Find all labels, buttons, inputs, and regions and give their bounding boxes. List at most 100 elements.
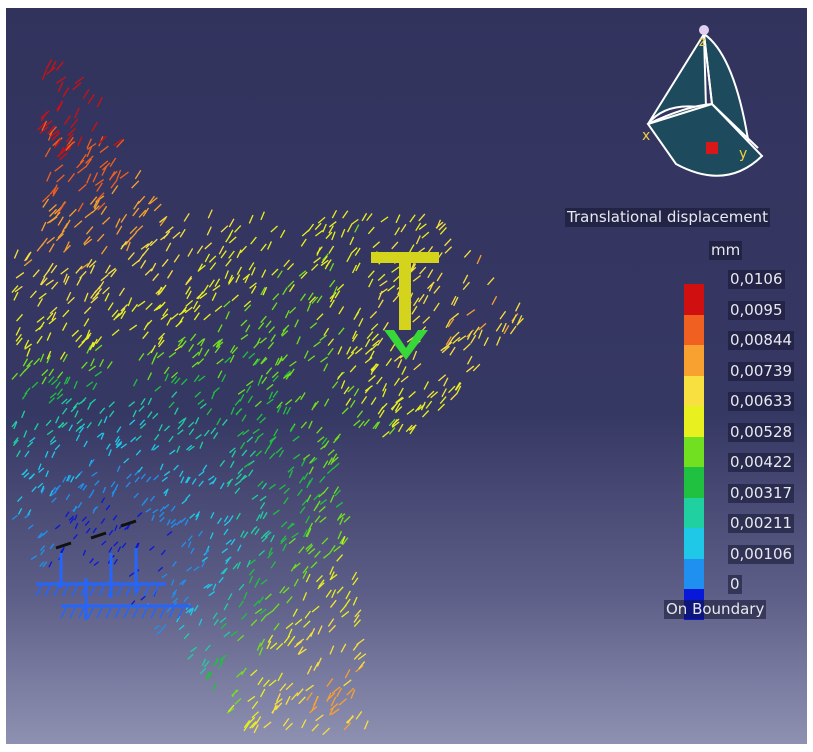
displacement-vector — [46, 312, 54, 321]
displacement-vector — [75, 334, 83, 343]
displacement-vector — [130, 600, 136, 606]
restraint-hatch — [60, 607, 67, 619]
displacement-vector — [185, 494, 191, 501]
displacement-vector — [254, 608, 263, 615]
displacement-vector — [370, 343, 378, 351]
displacement-vector — [322, 253, 329, 261]
displacement-vector — [31, 381, 39, 389]
displacement-vector — [21, 392, 28, 400]
displacement-vector — [89, 398, 96, 405]
displacement-vector — [269, 642, 278, 650]
3d-viewport[interactable]: z x y Translational displacement mm 0,01… — [6, 8, 807, 744]
displacement-vector — [283, 259, 291, 268]
displacement-vector — [202, 464, 208, 472]
displacement-vector — [411, 305, 418, 315]
displacement-vector — [252, 428, 260, 435]
displacement-vector — [326, 678, 334, 687]
displacement-vector — [38, 321, 45, 330]
displacement-vector — [142, 331, 149, 340]
displacement-vector — [419, 266, 427, 275]
displacement-vector — [327, 449, 335, 456]
displacement-vector — [289, 424, 296, 433]
displacement-vector — [115, 438, 121, 446]
displacement-vector — [341, 407, 349, 415]
displacement-vector — [137, 300, 146, 308]
displacement-vector — [377, 273, 386, 282]
displacement-vector — [164, 373, 169, 382]
displacement-vector — [247, 395, 254, 404]
displacement-vector — [331, 686, 341, 694]
displacement-vector — [100, 497, 106, 504]
displacement-vector — [285, 682, 294, 691]
compass-origin-marker[interactable] — [706, 142, 718, 154]
displacement-vector — [197, 358, 205, 365]
displacement-vector — [96, 432, 104, 438]
displacement-vector — [188, 428, 195, 436]
displacement-vector — [173, 464, 179, 471]
displacement-vector — [86, 173, 92, 184]
displacement-vector — [376, 376, 383, 385]
displacement-vector — [174, 407, 179, 415]
displacement-vector — [453, 296, 459, 307]
displacement-vector — [56, 174, 65, 183]
displacement-vector — [11, 372, 19, 380]
displacement-vector — [174, 345, 183, 352]
displacement-vector — [163, 488, 169, 495]
displacement-vector — [282, 587, 290, 594]
legend-color-segment — [684, 467, 704, 498]
displacement-vector — [76, 276, 82, 286]
axis-compass[interactable]: z x y — [626, 16, 776, 186]
displacement-vector — [41, 69, 48, 81]
displacement-vector — [379, 280, 388, 287]
displacement-vector — [303, 620, 311, 628]
displacement-vector — [100, 274, 109, 282]
displacement-vector — [216, 517, 222, 525]
displacement-vector — [70, 118, 79, 129]
displacement-vector — [16, 496, 23, 503]
legend-tick-label: 0,00739 — [728, 361, 795, 381]
displacement-vector — [171, 371, 179, 379]
displacement-vector — [179, 228, 186, 238]
displacement-vector — [84, 520, 90, 526]
displacement-vector — [15, 326, 21, 336]
displacement-vector — [221, 419, 228, 426]
displacement-vector — [50, 60, 57, 71]
displacement-vector — [120, 443, 128, 449]
displacement-vector — [30, 555, 37, 560]
displacement-vector — [61, 421, 68, 428]
displacement-vector — [201, 556, 208, 562]
displacement-vector — [333, 286, 338, 295]
legend-color-segment — [684, 375, 704, 406]
displacement-vector — [271, 302, 278, 311]
displacement-vector — [120, 304, 128, 312]
displacement-vector — [367, 226, 375, 235]
displacement-vector — [235, 408, 242, 416]
displacement-vector — [21, 410, 26, 419]
displacement-vector — [358, 420, 365, 429]
displacement-vector — [13, 291, 19, 301]
displacement-vector — [217, 324, 223, 333]
displacement-vector — [350, 346, 358, 354]
displacement-vector — [228, 236, 237, 244]
displacement-vector — [62, 353, 68, 363]
displacement-vector — [409, 426, 416, 435]
displacement-vector — [55, 416, 60, 424]
displacement-vector — [212, 387, 220, 394]
displacement-vector — [317, 582, 325, 590]
displacement-vector — [46, 236, 55, 245]
displacement-vector — [394, 227, 401, 236]
displacement-vector — [143, 322, 150, 331]
compass-label-x: x — [642, 128, 650, 144]
displacement-vector — [60, 547, 65, 554]
displacement-vector — [435, 221, 444, 229]
compass-top-handle[interactable] — [699, 25, 709, 35]
displacement-vector — [45, 59, 53, 70]
displacement-vector — [408, 424, 417, 431]
legend-tick-label: 0,00211 — [728, 514, 795, 533]
displacement-vector — [322, 486, 329, 495]
displacement-vector — [349, 236, 355, 246]
displacement-vector — [175, 520, 182, 526]
displacement-vector — [267, 634, 274, 643]
displacement-vector — [92, 382, 98, 391]
displacement-vector — [409, 262, 415, 272]
